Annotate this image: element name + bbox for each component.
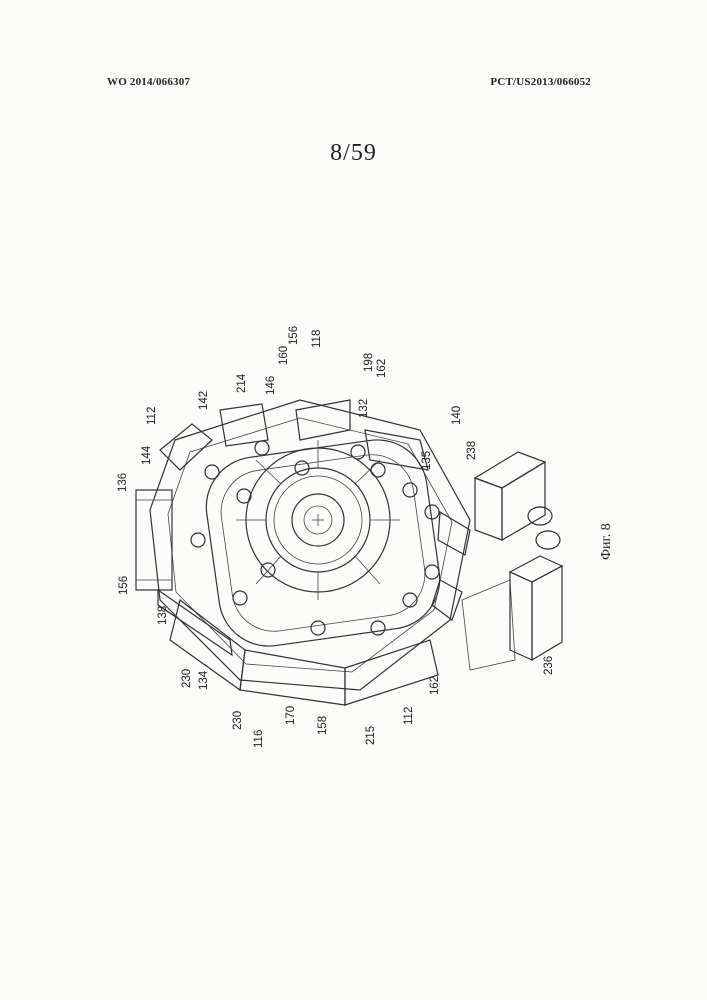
left-perforated-panel xyxy=(136,490,172,590)
central-rotor xyxy=(246,448,390,592)
ref-170: 170 xyxy=(285,706,297,725)
ref-116: 116 xyxy=(253,730,265,748)
ref-236: 236 xyxy=(543,656,555,675)
ref-230-bottom: 230 xyxy=(232,711,244,730)
rollers xyxy=(191,441,439,635)
ref-144: 144 xyxy=(141,445,153,465)
ref-112-top: 112 xyxy=(146,407,158,425)
figure-caption: Фиг. 8 xyxy=(599,523,614,560)
ref-138: 138 xyxy=(157,606,169,625)
ref-214: 214 xyxy=(236,373,248,393)
ref-112-bottom: 112 xyxy=(403,707,415,725)
ref-230-left: 230 xyxy=(181,669,193,688)
ref-156-top: 156 xyxy=(288,326,300,345)
ref-158: 158 xyxy=(317,716,329,735)
ref-238: 238 xyxy=(466,441,478,460)
ref-160: 160 xyxy=(278,346,290,365)
ref-156-left: 156 xyxy=(118,576,130,595)
ref-132: 132 xyxy=(358,399,370,418)
right-tube-assembly xyxy=(462,452,562,670)
ref-146: 146 xyxy=(265,376,277,395)
ref-142: 142 xyxy=(198,391,210,410)
reference-labels: 112 144 142 214 146 160 156 118 198 162 … xyxy=(117,326,555,748)
ref-136: 136 xyxy=(117,473,129,492)
ref-162-top: 162 xyxy=(376,359,388,378)
ref-140: 140 xyxy=(451,406,463,425)
ref-162-bottom: 162 xyxy=(429,676,441,695)
ref-215: 215 xyxy=(365,726,377,745)
ref-118: 118 xyxy=(311,330,323,348)
ref-135: 135 xyxy=(421,451,433,470)
ref-198: 198 xyxy=(363,353,375,372)
ref-134: 134 xyxy=(198,670,210,690)
